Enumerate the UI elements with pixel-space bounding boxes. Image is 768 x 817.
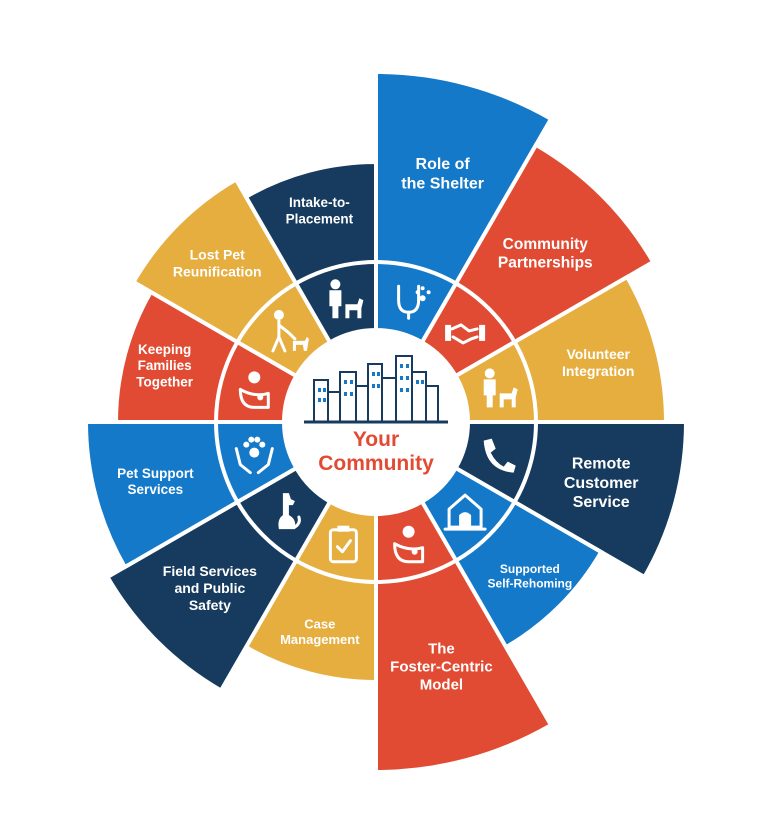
inner-ring-dividers bbox=[214, 260, 538, 584]
stethoscope-icon bbox=[397, 284, 431, 320]
segment-label-line: Supported bbox=[500, 562, 560, 576]
person-with-dog-icon bbox=[483, 368, 518, 408]
wheel-icons bbox=[234, 279, 518, 564]
handshake-icon bbox=[445, 323, 486, 345]
sitting-dog-icon bbox=[278, 493, 301, 530]
segment-label-line: Model bbox=[420, 676, 463, 693]
segment-the-foster-centric-model bbox=[374, 498, 554, 775]
segment-label-line: Volunteer bbox=[566, 346, 630, 362]
segment-label-line: Role of bbox=[416, 156, 471, 173]
segment-label-line: Foster-Centric bbox=[390, 658, 493, 675]
person-with-dog-icon bbox=[329, 279, 364, 319]
segment-label-line: Self-Rehoming bbox=[488, 576, 573, 590]
segment-label-line: Management bbox=[280, 632, 360, 647]
segment-label-line: Intake-to- bbox=[289, 195, 350, 210]
segment-label-line: Lost Pet bbox=[190, 247, 246, 263]
person-walking-dog-icon bbox=[271, 309, 309, 353]
segment-label-line: Placement bbox=[286, 211, 354, 226]
inner-ring-circle bbox=[214, 260, 538, 584]
city-skyline-icon bbox=[304, 355, 448, 424]
center-title-line-1: Your bbox=[353, 428, 399, 451]
segment-intake-to-placement bbox=[243, 159, 378, 346]
center-title-line-2: Community bbox=[318, 452, 434, 475]
segment-label-line: Safety bbox=[189, 597, 231, 613]
segment-label-line: Community bbox=[503, 236, 589, 253]
segment-label-line: the Shelter bbox=[401, 175, 484, 192]
segment-label-line: Integration bbox=[562, 363, 634, 379]
segment-label-line: Remote bbox=[572, 456, 631, 473]
segment-label-line: Families bbox=[138, 358, 192, 373]
hands-paw-icon bbox=[234, 436, 274, 475]
segment-pet-support-services bbox=[83, 420, 300, 570]
segment-label-line: Case bbox=[304, 616, 335, 631]
segment-role-of-the-shelter bbox=[374, 69, 554, 346]
segment-label-line: Pet Support bbox=[117, 466, 194, 481]
segment-field-services-and-public-safety bbox=[104, 465, 333, 694]
segment-label-line: The bbox=[428, 640, 455, 657]
person-holding-pet-icon bbox=[393, 525, 425, 564]
segment-label-line: Keeping bbox=[138, 342, 191, 357]
segment-remote-customer-service bbox=[452, 420, 689, 580]
segment-label-line: and Public bbox=[174, 580, 245, 596]
segment-label-line: Field Services bbox=[163, 563, 257, 579]
city-windows bbox=[318, 364, 424, 402]
segment-label-line: Partnerships bbox=[498, 254, 593, 271]
segment-label-line: Reunification bbox=[173, 264, 262, 280]
person-holding-pet-icon bbox=[238, 371, 270, 409]
segment-label-line: Service bbox=[573, 494, 630, 511]
segment-label-role-of-the-shelter: Role of the Shelter bbox=[401, 156, 484, 192]
segment-label-line: Together bbox=[136, 374, 193, 389]
segment-community-partnerships bbox=[419, 142, 656, 379]
segment-label-line: Customer bbox=[564, 475, 639, 492]
wheel-segments bbox=[83, 69, 689, 775]
phone-icon bbox=[483, 438, 516, 473]
segment-label-line: Services bbox=[128, 482, 184, 497]
segment-label-intake-to-placement: Intake-to-Placement bbox=[286, 195, 354, 226]
center-hub: Your Community bbox=[287, 333, 465, 511]
clipboard-check-icon bbox=[328, 525, 358, 564]
dog-house-icon bbox=[443, 493, 487, 531]
